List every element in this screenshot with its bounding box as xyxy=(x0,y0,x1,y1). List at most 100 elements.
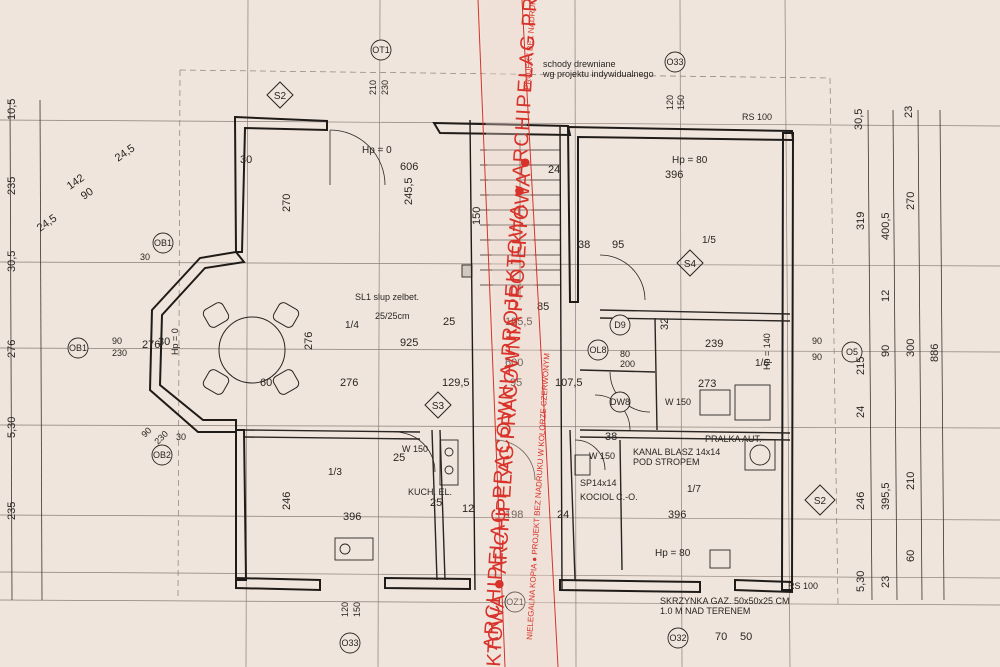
dim-185-5: 185,5 xyxy=(505,316,533,328)
rdim-90-b: 90 xyxy=(812,352,822,362)
dim-80: 80 xyxy=(620,349,630,359)
dim-276-bay: 276 xyxy=(142,339,160,351)
axis-ob1-top: OB1 xyxy=(154,238,172,248)
dim-606: 606 xyxy=(400,161,418,173)
room-number-1-4: 1/4 xyxy=(345,320,359,331)
height-hp-0: Hp = 0 xyxy=(362,145,392,156)
note-gas-2: 1.0 M NAD TERENEM xyxy=(660,606,750,616)
note-duct-1: KANAL BLASZ 14x14 xyxy=(633,447,720,457)
ldim-230: 230 xyxy=(152,429,170,447)
rdim-90: 90 xyxy=(880,345,892,357)
dim-270: 270 xyxy=(281,194,293,212)
axis-ol8: OL8 xyxy=(589,345,606,355)
doors xyxy=(329,129,651,481)
section-markers xyxy=(266,81,836,516)
axis-o33: O33 xyxy=(666,57,683,67)
axis-markers xyxy=(67,39,863,654)
note-vent-kitchen: W 150 xyxy=(402,444,428,454)
dim-600: 600 xyxy=(505,357,523,369)
dim-95-b: 95 xyxy=(510,377,522,389)
dining-table xyxy=(202,302,300,395)
dim-30-bay: 30 xyxy=(158,336,170,348)
rdim-400-5: 400,5 xyxy=(880,212,892,240)
axis-ot1: OT1 xyxy=(372,45,390,55)
axis-oz1: OZ1 xyxy=(506,597,524,607)
dim-396-right: 396 xyxy=(668,509,686,521)
section-marker-s4: S4 xyxy=(684,259,697,270)
dim-120-top: 120 xyxy=(665,95,675,110)
note-sp: SP14x14 xyxy=(580,478,617,488)
rdim-246: 246 xyxy=(855,492,867,510)
dim-150-bottom: 150 xyxy=(352,602,362,617)
dim-25-c: 25 xyxy=(430,497,442,509)
dim-60: 60 xyxy=(260,377,272,389)
axis-dw8: DW8 xyxy=(610,397,630,407)
note-kitchen: KUCH. EL. xyxy=(408,487,452,497)
rdim-210: 210 xyxy=(905,472,917,490)
dim-90-left: 90 xyxy=(112,336,122,346)
dim-396-top: 396 xyxy=(665,169,683,181)
dim-198: 198 xyxy=(505,509,523,521)
ldim-24-5-a: 24,5 xyxy=(35,212,59,234)
ldim-30: 30 xyxy=(140,252,150,262)
rdim-12: 12 xyxy=(880,290,892,302)
ldim-235-bottom: 235 xyxy=(6,502,18,520)
height-hp-80-bottom: Hp = 80 xyxy=(655,548,691,559)
rdim-270: 270 xyxy=(905,192,917,210)
axis-o33-bottom: O33 xyxy=(341,638,358,648)
note-gas-1: SKRZYNKA GAZ. 50x50x25 CM xyxy=(660,596,790,606)
height-hp-140: Hp = 140 xyxy=(762,333,772,370)
note-duct-2: POD STROPEM xyxy=(633,457,700,467)
ldim-24-5-b: 24,5 xyxy=(113,142,137,164)
dim-95: 95 xyxy=(612,239,624,251)
dim-70: 70 xyxy=(715,631,727,643)
note-vent-boiler: W 150 xyxy=(589,451,615,461)
section-marker-s2-right: S2 xyxy=(814,496,827,507)
section-marker-s3: S3 xyxy=(432,401,445,412)
ldim-90-b: 90 xyxy=(139,425,153,439)
room-number-1-7: 1/7 xyxy=(687,484,701,495)
ldim-30-b: 30 xyxy=(176,432,186,442)
dim-50: 50 xyxy=(740,631,752,643)
rdim-30-5: 30,5 xyxy=(853,109,865,130)
axis-ob2: OB2 xyxy=(153,450,171,460)
stamp-band xyxy=(480,0,556,667)
dim-210: 210 xyxy=(368,80,378,95)
height-hp-80-top: Hp = 80 xyxy=(672,155,708,166)
note-column-1: SL1 slup zelbet. xyxy=(355,292,419,302)
rdim-300: 300 xyxy=(905,339,917,357)
stairs xyxy=(480,140,560,300)
ldim-235: 235 xyxy=(6,177,18,195)
dim-38-bottom: 38 xyxy=(605,431,617,443)
dim-150-top: 150 xyxy=(676,95,686,110)
axis-d9: D9 xyxy=(614,320,626,330)
note-column-2: 25/25cm xyxy=(375,311,410,321)
architect-stamp: ARCHIPELAG PRACOWNIA PROJEKTOWA ● ARCHIP… xyxy=(477,0,564,667)
note-washer: PRALKA AUT. xyxy=(705,434,762,444)
dim-120-bottom: 120 xyxy=(340,602,350,617)
dim-239: 239 xyxy=(705,338,723,350)
note-stairs-1: schody drewniane xyxy=(543,59,616,69)
note-stairs-2: wg projektu indywidualnego xyxy=(542,69,654,79)
axis-o32: O32 xyxy=(669,633,686,643)
dim-85: 85 xyxy=(537,301,549,313)
note-rs-bottom: RS 100 xyxy=(788,581,818,591)
rdim-5-30: 5,30 xyxy=(855,571,867,592)
section-marker-s2-top: S2 xyxy=(274,91,287,102)
dim-107-5: 107,5 xyxy=(555,377,583,389)
fixtures xyxy=(334,264,776,569)
dim-24-top: 24 xyxy=(548,164,560,176)
note-vent-bath: W 150 xyxy=(665,397,691,407)
dim-246: 246 xyxy=(281,492,293,510)
height-hp-0-bay: Hp = 0 xyxy=(170,328,180,355)
dim-32: 32 xyxy=(659,318,671,330)
ldim-30-5: 30,5 xyxy=(6,251,18,272)
rdim-90-a: 90 xyxy=(812,336,822,346)
note-boiler: KOCIOL C.-O. xyxy=(580,492,638,502)
rdim-395-5: 395,5 xyxy=(880,482,892,510)
rdim-60: 60 xyxy=(905,550,917,562)
dim-24-bottom: 24 xyxy=(557,509,569,521)
ldim-276: 276 xyxy=(6,340,18,358)
note-rs-top: RS 100 xyxy=(742,112,772,122)
